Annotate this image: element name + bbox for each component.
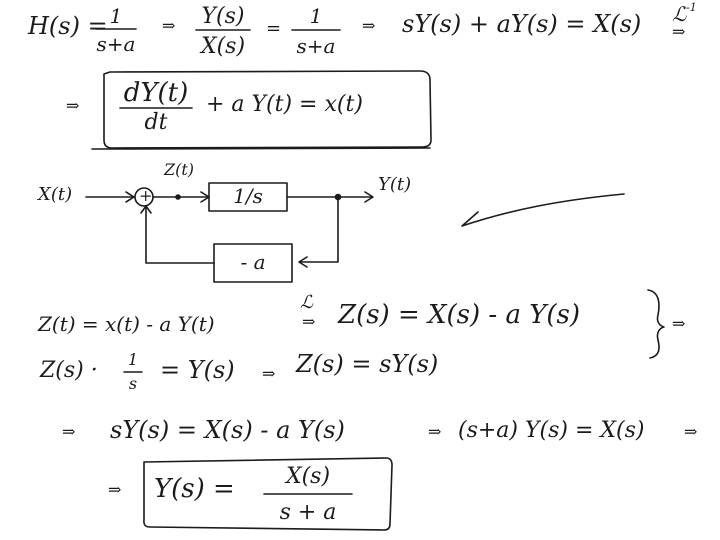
combine-implies-arrow-3: ⇒ xyxy=(684,422,698,441)
input-arrowhead xyxy=(125,191,135,203)
transfer-function-lhs: H(s) = xyxy=(28,12,108,40)
sum-plus-sign: + xyxy=(139,186,153,205)
brace-implies-arrow: ⇒ xyxy=(672,314,686,333)
result-numerator: X(s) xyxy=(285,464,331,489)
z-times-inverse-s: Z(s) · xyxy=(40,358,98,383)
pointer-stroke xyxy=(461,193,625,227)
output-signal-label: Y(t) xyxy=(378,174,412,195)
inverse-laplace-symbol: ℒ xyxy=(672,2,687,26)
ode-box xyxy=(103,70,432,149)
implies-arrow-1: ⇒ xyxy=(162,16,176,35)
frac3-denominator: s+a xyxy=(296,34,336,58)
integrator-label: 1/s xyxy=(233,184,263,208)
result-implies-arrow: ⇒ xyxy=(108,480,122,499)
result-denominator: s + a xyxy=(279,500,337,525)
feedback-path-right xyxy=(299,196,339,263)
z-equals-sy: Z(s) = sY(s) xyxy=(296,350,439,378)
z-time-equation: Z(t) = x(t) - a Y(t) xyxy=(38,312,215,336)
feedback-arrowhead xyxy=(298,256,308,268)
result-lhs: Y(s) = xyxy=(154,474,235,504)
feedback-into-sum-arrowhead xyxy=(140,205,152,214)
feedback-gain-label: - a xyxy=(240,250,266,274)
implies-arrow-2: ⇒ xyxy=(362,16,376,35)
node-z-label: Z(t) xyxy=(164,160,195,179)
int-frac-numerator: 1 xyxy=(127,350,139,369)
frac2-numerator: Y(s) xyxy=(201,4,245,29)
frac1-denominator: s+a xyxy=(96,32,136,56)
int-frac-denominator: s xyxy=(128,374,138,393)
z-laplace-equation: Z(s) = X(s) - a Y(s) xyxy=(338,300,581,330)
curly-brace xyxy=(647,289,665,359)
combine-implies-arrow-2: ⇒ xyxy=(428,422,442,441)
laplace-arrow: ⇒ xyxy=(302,312,316,331)
ode-derivative-numerator: dY(t) xyxy=(123,78,189,108)
frac2-denominator: X(s) xyxy=(200,34,246,59)
implies-arrow-3: ⇒ xyxy=(672,22,686,41)
laplace-symbol: ℒ xyxy=(300,292,313,313)
combine-factored: (s+a) Y(s) = X(s) xyxy=(458,418,645,443)
int-implies-arrow: ⇒ xyxy=(262,364,276,383)
ode-derivative-denominator: dt xyxy=(144,110,168,135)
equals-sign-1: = xyxy=(266,18,282,39)
combine-substitution: sY(s) = X(s) - a Y(s) xyxy=(110,416,345,444)
frac1-numerator: 1 xyxy=(109,4,123,28)
ode-implies-arrow: ⇒ xyxy=(66,96,80,115)
time-domain-sum: sY(s) + aY(s) = X(s) xyxy=(402,10,642,38)
z-node-dot xyxy=(175,194,181,200)
feedback-path-left xyxy=(145,205,215,264)
input-signal-label: X(t) xyxy=(38,184,73,205)
frac3-numerator: 1 xyxy=(309,4,323,28)
output-arrowhead xyxy=(364,191,374,203)
combine-implies-arrow-1: ⇒ xyxy=(62,422,76,441)
equals-y-s: = Y(s) xyxy=(160,356,235,384)
inverse-superscript: -1 xyxy=(686,1,697,14)
ode-remainder: + a Y(t) = x(t) xyxy=(206,92,363,117)
result-box xyxy=(143,457,393,531)
ode-box-underline xyxy=(91,147,431,150)
